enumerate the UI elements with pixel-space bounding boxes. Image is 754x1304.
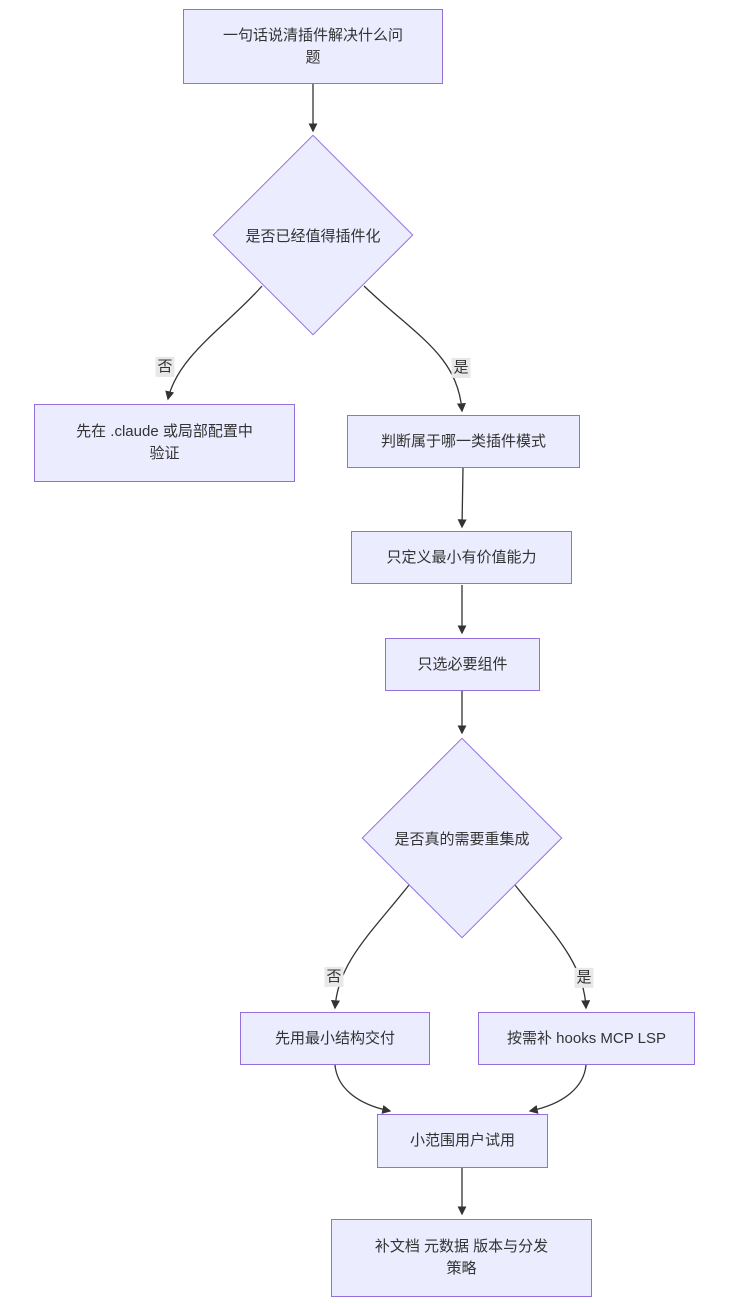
node-start: 一句话说清插件解决什么问 题 — [183, 9, 443, 84]
edge-label-yes-1: 是 — [451, 357, 471, 379]
edge-integration-yes — [514, 884, 591, 1010]
node-user-trial: 小范围用户试用 — [377, 1114, 548, 1168]
edge-label-no-2: 否 — [324, 966, 344, 988]
node-docs-metadata-distribution: 补文档 元数据 版本与分发 策略 — [331, 1219, 592, 1297]
decision-need-heavy-integration-label: 是否真的需要重集成 — [394, 830, 530, 848]
edge-label-yes-2: 是 — [574, 967, 594, 989]
node-validate-local-config: 先在 .claude 或局部配置中 验证 — [34, 404, 295, 482]
edge-worth-yes — [363, 285, 466, 413]
node-plugin-pattern: 判断属于哪一类插件模式 — [347, 415, 580, 468]
edge-hooks-to-trial — [528, 1064, 587, 1114]
edge-label-no-1: 否 — [155, 356, 175, 378]
node-necessary-components: 只选必要组件 — [385, 638, 540, 691]
node-minimal-capability: 只定义最小有价值能力 — [351, 531, 572, 584]
decision-worth-pluginizing-label: 是否已经值得插件化 — [245, 227, 381, 245]
edge-pattern-to-capability — [457, 467, 467, 529]
edge-worth-no — [165, 285, 263, 401]
node-minimal-delivery: 先用最小结构交付 — [240, 1012, 430, 1065]
node-add-hooks-mcp-lsp: 按需补 hooks MCP LSP — [478, 1012, 695, 1065]
edge-deliver-to-trial — [334, 1064, 392, 1114]
edge-integration-no — [330, 884, 410, 1010]
